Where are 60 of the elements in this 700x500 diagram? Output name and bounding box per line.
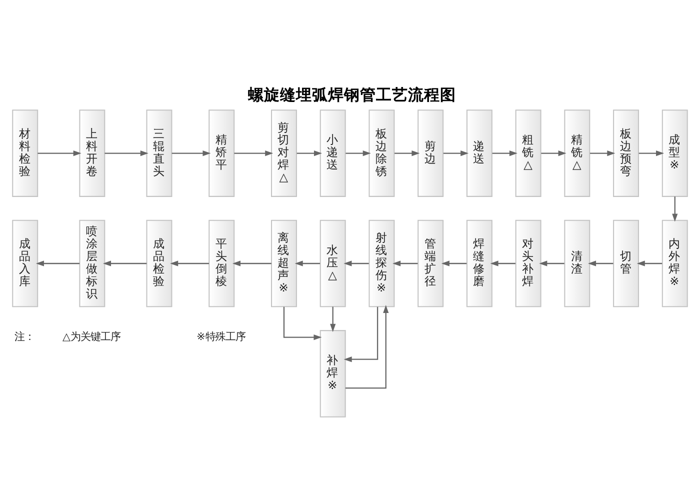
arrow bbox=[344, 260, 369, 266]
node-box: 切管 bbox=[613, 219, 640, 307]
node-box: 成型※ bbox=[662, 109, 688, 196]
arrow bbox=[172, 150, 211, 156]
node-box: 上料开卷 bbox=[79, 109, 106, 196]
node-box: 水压△ bbox=[320, 219, 346, 307]
arrow bbox=[443, 150, 469, 156]
node-box: 离线超声※ bbox=[271, 219, 297, 307]
arrow bbox=[38, 150, 82, 156]
node-box: 成品入库 bbox=[12, 219, 38, 307]
node-box: 对头补焊 bbox=[515, 219, 542, 307]
label: ※特殊工序 bbox=[196, 330, 246, 342]
arrow bbox=[490, 260, 516, 266]
arrow bbox=[492, 150, 518, 156]
node-box: 板边预弯 bbox=[613, 109, 640, 196]
arrow bbox=[590, 150, 616, 156]
node-box: 平头倒棱 bbox=[208, 219, 235, 307]
node-box: 精矫平 bbox=[208, 109, 235, 196]
node-box: 三辊直头 bbox=[146, 109, 172, 196]
arrow bbox=[638, 150, 664, 156]
arrow bbox=[104, 150, 148, 156]
arrow bbox=[234, 150, 274, 156]
label: 注： bbox=[14, 330, 35, 342]
node-box: 焊缝修磨 bbox=[466, 219, 492, 307]
arrow bbox=[294, 260, 320, 266]
arrow bbox=[441, 260, 467, 266]
arrow bbox=[636, 260, 662, 266]
arrow bbox=[392, 260, 418, 266]
node-box: 成品检验 bbox=[146, 219, 172, 307]
node-box: 补焊※ bbox=[320, 330, 346, 417]
arrow bbox=[330, 306, 336, 332]
node-box: 射线探伤※ bbox=[368, 219, 395, 307]
node-box: 管端扩径 bbox=[418, 219, 444, 307]
arrow bbox=[36, 260, 80, 266]
node-box: 内外焊※ bbox=[662, 219, 688, 307]
arrow bbox=[170, 260, 209, 266]
arrow bbox=[541, 150, 566, 156]
node-box: 清渣 bbox=[564, 219, 590, 307]
arrow bbox=[394, 150, 420, 156]
arrow bbox=[296, 150, 322, 156]
diagram-title: 螺旋缝埋弧焊钢管工艺流程图 bbox=[248, 85, 456, 104]
arrow bbox=[232, 260, 272, 266]
node-box: 剪边 bbox=[418, 109, 444, 196]
node-box: 板边除锈 bbox=[368, 109, 395, 196]
arrow bbox=[103, 260, 147, 266]
arrow bbox=[344, 306, 378, 362]
node-box: 剪切对焊△ bbox=[271, 109, 297, 196]
arrow bbox=[588, 260, 614, 266]
node-box: 材料检验 bbox=[12, 109, 38, 196]
arrow bbox=[283, 306, 322, 340]
node-box: 小递送 bbox=[320, 109, 346, 196]
node-box: 精铣△ bbox=[564, 109, 590, 196]
arrow bbox=[539, 260, 564, 266]
node-box: 粗铣△ bbox=[515, 109, 542, 196]
label: △为关键工序 bbox=[62, 330, 121, 342]
arrow bbox=[672, 196, 678, 222]
node-box: 递送 bbox=[466, 109, 492, 196]
node-box: 喷涂层做标识 bbox=[79, 219, 106, 307]
arrow bbox=[346, 150, 371, 156]
arrow bbox=[345, 304, 389, 388]
